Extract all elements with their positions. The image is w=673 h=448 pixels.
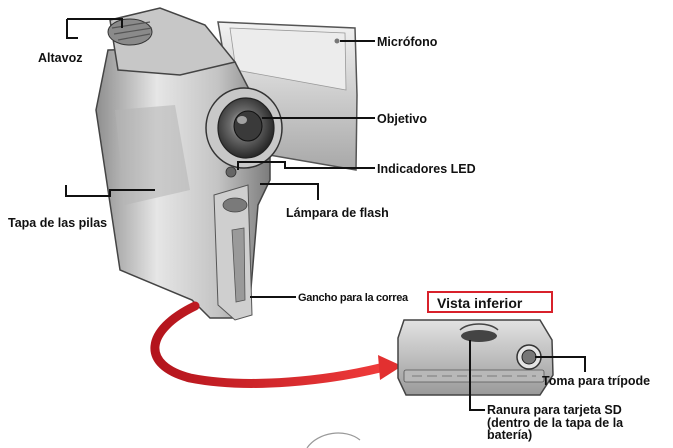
leader-lines (65, 18, 586, 411)
label-flash-lamp: Lámpara de flash (286, 206, 389, 220)
label-sd-slot: Ranura para tarjeta SD (dentro de la tap… (487, 403, 624, 442)
strap-hook (231, 227, 246, 303)
led-indicator (225, 166, 237, 178)
bottom-view-title-box: Vista inferior (427, 291, 553, 313)
label-speaker: Altavoz (38, 51, 83, 65)
bottom-view-illustration (397, 319, 554, 396)
label-led-indicators: Indicadores LED (377, 162, 476, 176)
label-lens: Objetivo (377, 112, 428, 126)
camcorder-body (95, 7, 271, 321)
label-microphone: Micrófono (377, 35, 438, 49)
microphone-hole (334, 38, 340, 44)
flash-lamp (222, 197, 248, 213)
label-strap-hook: Gancho para la correa (298, 292, 408, 304)
sd-card-slot (461, 330, 497, 342)
lens-assembly (205, 87, 283, 169)
label-battery-cover: Tapa de las pilas (8, 216, 108, 230)
cropped-outline (306, 432, 361, 448)
red-arrow (150, 301, 402, 388)
label-tripod-socket: Toma para trípode (542, 374, 651, 388)
bottom-view-title: Vista inferior (437, 295, 523, 311)
